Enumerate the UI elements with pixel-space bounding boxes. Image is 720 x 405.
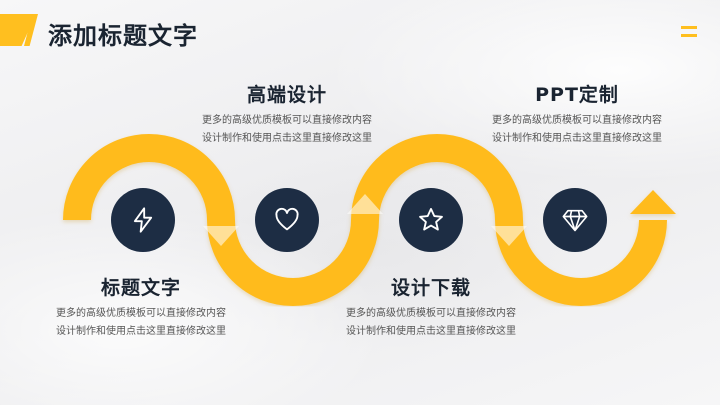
step-4-circle[interactable] <box>543 188 607 252</box>
lightning-icon <box>133 207 153 233</box>
segment-notch <box>203 226 239 246</box>
step-4-desc: 更多的高级优质模板可以直接修改内容设计制作和使用点击这里直接修改这里 <box>492 115 662 144</box>
step-3-circle[interactable] <box>399 188 463 252</box>
wave-path <box>63 134 667 306</box>
segment-notch <box>347 194 383 214</box>
step-2-circle[interactable] <box>255 188 319 252</box>
heart-icon <box>275 207 299 231</box>
step-2-desc: 更多的高级优质模板可以直接修改内容设计制作和使用点击这里直接修改这里 <box>202 115 372 144</box>
arrow-head <box>630 190 676 214</box>
diamond-icon <box>562 209 588 232</box>
step-4-title: PPT定制 <box>535 84 619 106</box>
step-2-title: 高端设计 <box>246 84 327 106</box>
step-1-title: 标题文字 <box>100 277 181 299</box>
step-1-desc: 更多的高级优质模板可以直接修改内容设计制作和使用点击这里直接修改这里 <box>56 308 226 337</box>
menu-icon[interactable] <box>681 26 697 40</box>
segment-notch <box>491 226 527 246</box>
step-1-circle[interactable] <box>111 188 175 252</box>
star-icon <box>419 207 443 231</box>
page-title: 添加标题文字 <box>48 22 198 50</box>
step-3-title: 设计下载 <box>390 277 471 299</box>
step-3-desc: 更多的高级优质模板可以直接修改内容设计制作和使用点击这里直接修改这里 <box>346 308 516 337</box>
